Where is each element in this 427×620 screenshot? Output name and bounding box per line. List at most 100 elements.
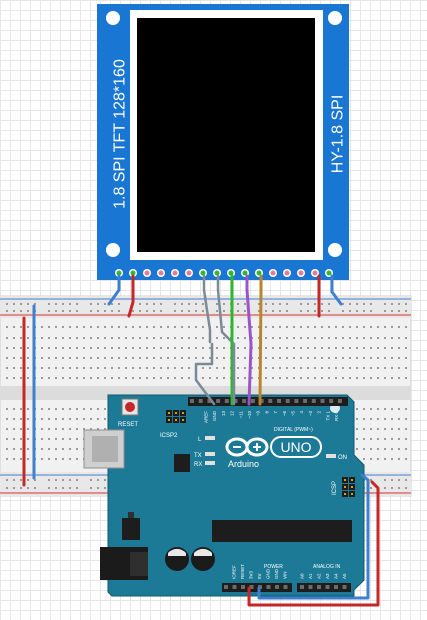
breadboard-hole <box>286 347 288 349</box>
breadboard-hole <box>83 377 85 379</box>
breadboard-hole <box>139 347 141 349</box>
led-tx <box>205 452 215 456</box>
breadboard-hole <box>13 428 15 430</box>
breadboard-hole <box>384 487 386 489</box>
breadboard-hole <box>342 337 344 339</box>
breadboard-hole <box>55 337 57 339</box>
breadboard-hole <box>356 337 358 339</box>
breadboard-hole <box>272 357 274 359</box>
digital-pin-label: 7 <box>273 411 278 414</box>
tft-pin <box>130 270 136 276</box>
breadboard-hole <box>27 479 29 481</box>
power-header-socket <box>241 585 245 589</box>
breadboard-hole <box>132 357 134 359</box>
breadboard-hole <box>146 367 148 369</box>
breadboard-hole <box>405 357 407 359</box>
digital-pin-label: ~3 <box>308 411 313 417</box>
mount-hole-top-left <box>106 11 120 25</box>
analog-header-socket <box>325 585 330 589</box>
breadboard-hole <box>258 326 260 328</box>
breadboard-hole <box>76 337 78 339</box>
breadboard-hole <box>27 448 29 450</box>
breadboard-hole <box>328 347 330 349</box>
breadboard-hole <box>405 310 407 312</box>
breadboard-hole <box>265 357 267 359</box>
breadboard-hole <box>293 377 295 379</box>
breadboard-hole <box>188 310 190 312</box>
breadboard-hole <box>307 337 309 339</box>
breadboard-hole <box>216 367 218 369</box>
breadboard-hole <box>293 367 295 369</box>
breadboard-hole <box>20 479 22 481</box>
breadboard-hole <box>13 479 15 481</box>
breadboard-hole <box>384 418 386 420</box>
breadboard-hole <box>342 347 344 349</box>
breadboard-hole <box>139 357 141 359</box>
breadboard-hole <box>20 458 22 460</box>
breadboard-hole <box>6 479 8 481</box>
digital-header-socket <box>268 399 273 403</box>
breadboard-hole <box>349 367 351 369</box>
breadboard-hole <box>321 377 323 379</box>
breadboard-hole <box>384 347 386 349</box>
breadboard-hole <box>125 367 127 369</box>
breadboard-hole <box>398 428 400 430</box>
reset-button-cap[interactable] <box>125 402 135 412</box>
breadboard-hole <box>363 377 365 379</box>
breadboard-hole <box>216 303 218 305</box>
analog-header-socket <box>334 585 338 589</box>
breadboard-hole <box>363 357 365 359</box>
breadboard-hole <box>398 347 400 349</box>
breadboard-hole <box>104 357 106 359</box>
breadboard-hole <box>258 337 260 339</box>
breadboard-hole <box>307 303 309 305</box>
breadboard-hole <box>167 377 169 379</box>
breadboard-hole <box>405 408 407 410</box>
tft-display-module: 1.8 SPI TFT 128*160 HY-1.8 SPI <box>97 4 349 280</box>
breadboard-hole <box>272 310 274 312</box>
breadboard-hole <box>300 347 302 349</box>
breadboard-hole <box>328 303 330 305</box>
breadboard-hole <box>286 367 288 369</box>
breadboard-hole <box>391 479 393 481</box>
breadboard-hole <box>118 310 120 312</box>
breadboard-hole <box>27 303 29 305</box>
breadboard-hole <box>384 479 386 481</box>
breadboard-hole <box>300 357 302 359</box>
breadboard-hole <box>405 347 407 349</box>
breadboard-hole <box>139 303 141 305</box>
breadboard-hole <box>41 458 43 460</box>
breadboard-hole <box>160 326 162 328</box>
breadboard-hole <box>363 418 365 420</box>
breadboard-hole <box>405 448 407 450</box>
breadboard-hole <box>41 418 43 420</box>
breadboard-hole <box>13 357 15 359</box>
breadboard-hole <box>27 428 29 430</box>
breadboard-hole <box>202 337 204 339</box>
digital-header-socket <box>198 399 203 403</box>
led-on-label: ON <box>338 455 347 461</box>
breadboard-hole <box>146 310 148 312</box>
breadboard-hole <box>405 337 407 339</box>
breadboard-hole <box>62 303 64 305</box>
breadboard-hole <box>97 487 99 489</box>
breadboard-hole <box>20 487 22 489</box>
digital-pin-label: 13 <box>221 411 226 417</box>
breadboard-hole <box>132 337 134 339</box>
breadboard-hole <box>398 326 400 328</box>
breadboard-hole <box>384 303 386 305</box>
digital-pin-label: ~11 <box>238 411 243 419</box>
breadboard-hole <box>237 310 239 312</box>
breadboard-hole <box>370 377 372 379</box>
breadboard-hole <box>55 347 57 349</box>
breadboard-hole <box>146 357 148 359</box>
breadboard-hole <box>20 377 22 379</box>
breadboard-hole <box>391 377 393 379</box>
breadboard-hole <box>363 337 365 339</box>
power-pin-label: RESET <box>240 564 245 579</box>
breadboard-hole <box>391 326 393 328</box>
breadboard-hole <box>188 367 190 369</box>
breadboard-hole <box>384 337 386 339</box>
breadboard-hole <box>377 428 379 430</box>
breadboard-hole <box>69 487 71 489</box>
